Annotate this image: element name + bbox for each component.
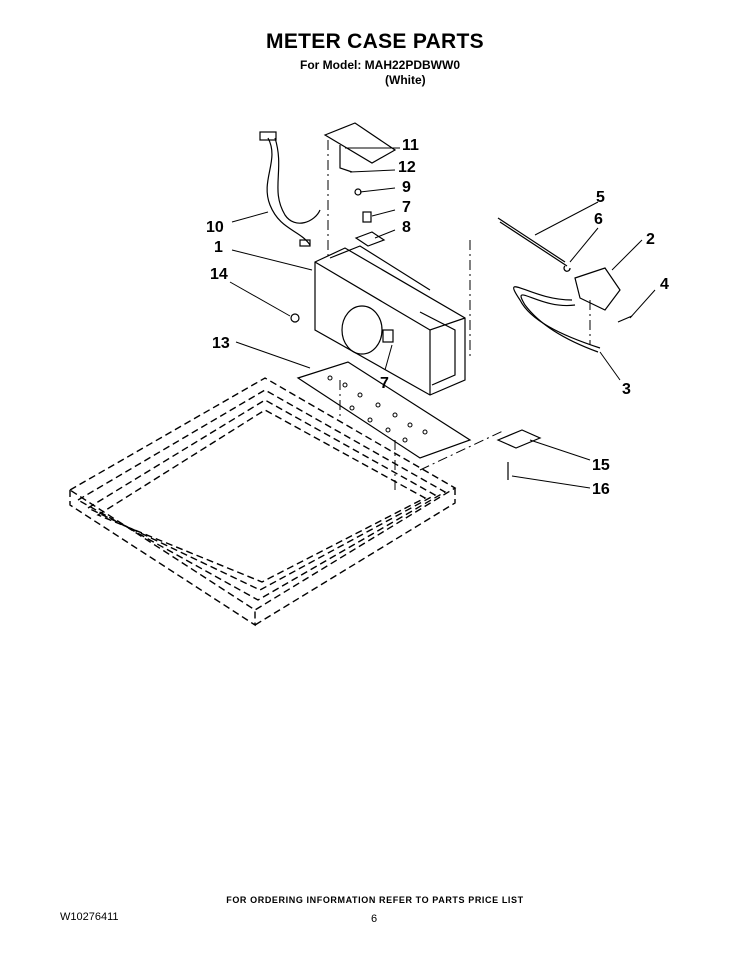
color-line: (White) [385,73,426,87]
document-number: W10276411 [60,911,119,923]
callout-1: 1 [214,239,223,256]
callout-4: 4 [660,276,669,293]
probe-rod [497,217,566,263]
clip-7b [382,329,394,343]
wire-harness [259,131,321,247]
leader-lines [229,147,656,489]
callout-13: 13 [212,335,230,352]
ordering-info: FOR ORDERING INFORMATION REFER TO PARTS … [226,895,524,905]
callout-3: 3 [622,381,631,398]
plate-holes [327,375,428,443]
meter-case-box [314,245,466,396]
callout-15: 15 [592,457,610,474]
callout-9: 9 [402,179,411,196]
callout-12: 12 [398,159,416,176]
callout-14: 14 [210,266,228,283]
alignment-lines [327,140,591,490]
sensor-wires [513,286,601,353]
page-title: METER CASE PARTS [266,30,484,53]
callout-8: 8 [402,219,411,236]
cabinet-frame-outline [68,377,457,627]
hold-down-bracket [496,429,542,449]
callout-2: 2 [646,231,655,248]
callout-11: 11 [402,137,419,154]
plate-8 [354,231,386,247]
sensor-bracket [574,267,621,311]
callout-7-top: 7 [402,199,411,216]
seal-6 [563,265,571,272]
callout-16: 16 [592,481,610,498]
screw-4 [617,315,633,323]
mounting-plate [296,361,472,459]
callout-7-bottom: 7 [380,375,389,392]
top-cover [323,122,397,164]
callout-6: 6 [594,211,603,228]
callout-10: 10 [206,219,224,236]
page-number: 6 [371,913,378,925]
clip-7 [362,211,372,223]
callout-5: 5 [596,189,605,206]
model-line: For Model: MAH22PDBWW0 [300,58,460,72]
screw-14 [290,313,300,323]
